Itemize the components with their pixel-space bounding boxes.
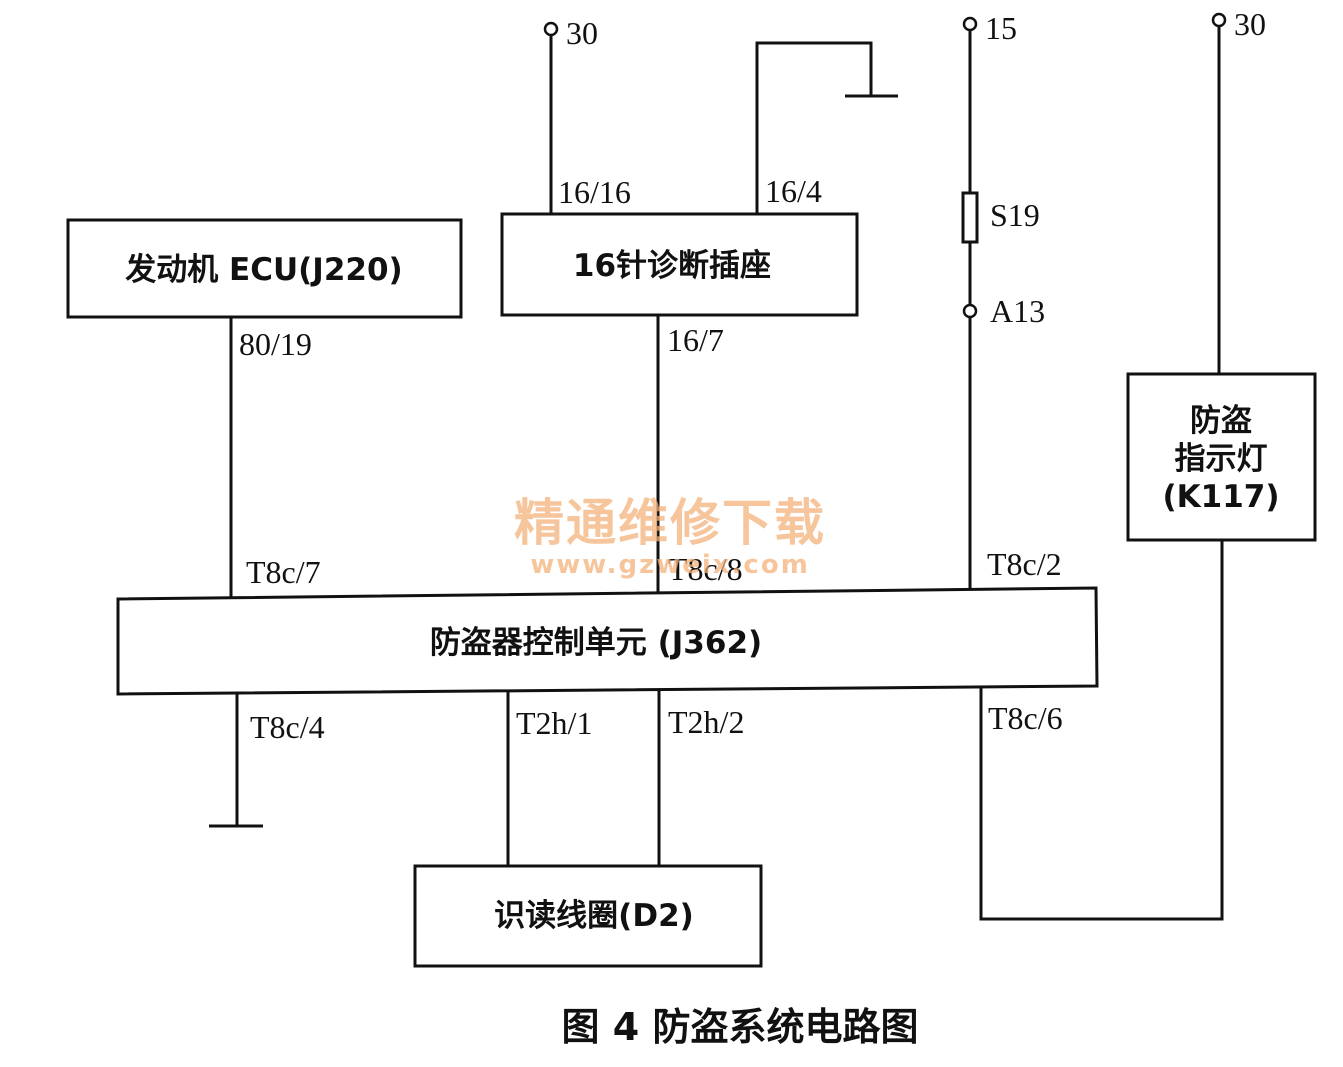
reader-coil-box [413,864,763,968]
warning-lamp-box [1126,372,1317,542]
terminal-30-right [1211,12,1227,28]
pin-t2h-2: T2h/2 [668,704,744,740]
warning-lamp-label-1: 防盗 [1190,403,1252,439]
wire-diag-ground [755,41,873,217]
connector-a13-terminal [962,303,978,319]
immobilizer-unit-label: 防盗器控制单元 (J362) [430,625,762,661]
diag-socket-box [500,212,859,317]
pin-a13: A13 [990,293,1045,329]
wire-lamp-to-t8c6 [979,540,1224,921]
label-terminal-15: 15 [985,10,1017,46]
terminal-15 [962,16,978,32]
pin-t8c-7: T8c/7 [246,554,321,590]
pin-t2h-1: T2h/1 [516,705,592,741]
fuse-s19 [961,191,979,244]
pin-16-7: 16/7 [667,322,724,358]
pin-80-19: 80/19 [239,326,312,362]
reader-coil-label: 识读线圈(D2) [494,898,694,934]
watermark-url: www.gzweix.com [530,550,810,580]
pin-t8c-8: T8c/8 [668,551,743,587]
engine-ecu-label: 发动机 ECU(J220) [124,252,402,288]
label-terminal-30-left: 30 [566,15,598,51]
terminal-30-left [543,21,559,37]
pin-t8c-6: T8c/6 [988,700,1063,736]
warning-lamp-label-3: (K117) [1162,479,1279,515]
pin-t8c-2: T8c/2 [987,546,1062,582]
immobilizer-unit-box [116,586,1099,696]
diag-socket-label: 16针诊断插座 [573,248,771,284]
engine-ecu-box [66,218,463,319]
pin-16-16: 16/16 [558,174,631,210]
watermark-cn: 精通维修下载 [514,494,826,552]
figure-caption: 图 4 防盗系统电路图 [562,1005,919,1049]
pin-s19: S19 [990,197,1040,233]
pin-16-4: 16/4 [765,173,822,209]
warning-lamp-label-2: 指示灯 [1175,441,1268,477]
pin-t8c-4: T8c/4 [250,709,325,745]
label-terminal-30-right: 30 [1234,6,1266,42]
